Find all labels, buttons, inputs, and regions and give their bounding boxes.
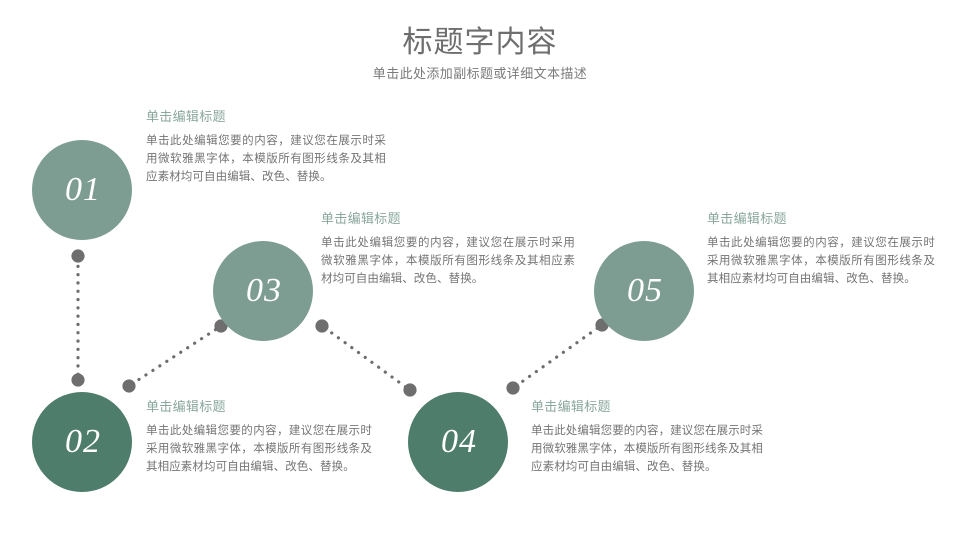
connector-endpoint-dot [71, 373, 85, 387]
step-body-04: 单击此处编辑您要的内容，建议您在展示时采用微软雅黑字体，本模版所有图形线条及其相… [531, 425, 763, 473]
step-body-03: 单击此处编辑您要的内容，建议您在展示时采用微软雅黑字体，本模版所有图形线条及其相… [321, 237, 575, 285]
step-heading-04: 单击编辑标题 [531, 399, 611, 414]
step-text-block-04[interactable]: 单击编辑标题 单击此处编辑您要的内容，建议您在展示时采用微软雅黑字体，本模版所有… [531, 398, 763, 476]
page-subtitle: 单击此处添加副标题或详细文本描述 [372, 66, 588, 81]
step-number-03: 03 [246, 272, 282, 309]
connector-endpoint-dot [315, 319, 329, 333]
step-number-02: 02 [65, 423, 101, 460]
step-body-02: 单击此处编辑您要的内容，建议您在展示时采用微软雅黑字体，本模版所有图形线条及其相… [146, 425, 372, 473]
connector-endpoint-dot [214, 319, 228, 333]
step-text-block-02[interactable]: 单击编辑标题 单击此处编辑您要的内容，建议您在展示时采用微软雅黑字体，本模版所有… [146, 398, 372, 476]
connector-04-05 [514, 325, 601, 388]
step-circle-01[interactable]: 01 [32, 140, 132, 240]
step-circle-04[interactable]: 04 [408, 392, 508, 492]
page-title: 标题字内容 [402, 26, 558, 59]
connector-endpoint-dot [71, 249, 85, 263]
step-body-05: 单击此处编辑您要的内容，建议您在展示时采用微软雅黑字体，本模版所有图形线条及其相… [707, 237, 935, 285]
step-heading-03: 单击编辑标题 [321, 211, 401, 226]
step-circle-03[interactable]: 03 [213, 241, 313, 341]
step-heading-01: 单击编辑标题 [146, 109, 226, 124]
step-body-01: 单击此处编辑您要的内容，建议您在展示时采用微软雅黑字体，本模版所有图形线条及其相… [146, 135, 386, 183]
step-number-05: 05 [627, 272, 663, 309]
connector-03-04 [323, 326, 409, 390]
step-circle-05[interactable]: 05 [594, 241, 694, 341]
step-text-block-03[interactable]: 单击编辑标题 单击此处编辑您要的内容，建议您在展示时采用微软雅黑字体，本模版所有… [321, 210, 575, 288]
step-number-01: 01 [65, 171, 101, 208]
connector-endpoint-dot [122, 379, 136, 393]
connector-02-03 [130, 326, 220, 386]
step-heading-05: 单击编辑标题 [707, 211, 787, 226]
step-circle-02[interactable]: 02 [32, 392, 132, 492]
connector-endpoint-dot [403, 383, 417, 397]
step-heading-02: 单击编辑标题 [146, 399, 226, 414]
step-number-04: 04 [441, 423, 477, 460]
connector-endpoint-dot [506, 381, 520, 395]
step-text-block-05[interactable]: 单击编辑标题 单击此处编辑您要的内容，建议您在展示时采用微软雅黑字体，本模版所有… [707, 210, 935, 288]
step-text-block-01[interactable]: 单击编辑标题 单击此处编辑您要的内容，建议您在展示时采用微软雅黑字体，本模版所有… [146, 108, 386, 186]
